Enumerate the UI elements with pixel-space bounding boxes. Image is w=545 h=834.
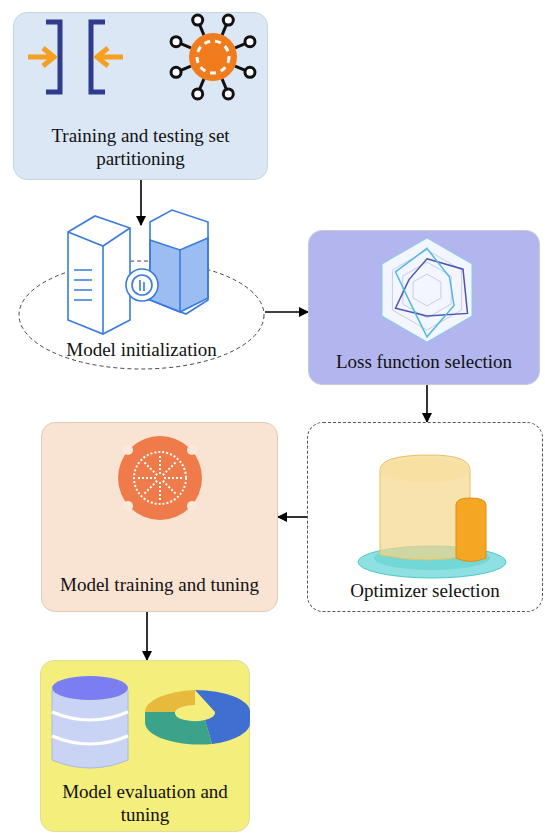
node-label: Model initialization (24, 339, 259, 362)
process-box: Model evaluation and tuning (40, 660, 250, 832)
server-illustration (68, 210, 208, 334)
database-illustration (52, 676, 128, 768)
donut-chart (145, 690, 250, 745)
arrow-connector (146, 612, 148, 660)
arrow-connector (265, 311, 308, 313)
arrow-connector (426, 385, 428, 422)
radar-chart (382, 238, 472, 342)
process-box: Model training and tuning (41, 422, 278, 612)
arrow-connector (140, 180, 142, 225)
process-box: Training and testing set partitioning (13, 12, 268, 180)
compress-icon (28, 22, 123, 92)
tuning-icon (118, 436, 202, 520)
process-ellipse: Model initialization (18, 225, 265, 370)
node-label: Model evaluation and tuning (47, 781, 243, 827)
node-label: Model training and tuning (48, 574, 271, 597)
node-label: Training and testing set partitioning (20, 125, 261, 171)
node-label: Optimizer selection (314, 580, 536, 603)
arrow-connector (278, 516, 307, 518)
process-box: Optimizer selection (307, 422, 543, 612)
node-label: Loss function selection (315, 351, 533, 374)
network-icon (171, 15, 255, 99)
cylinder-illustration (358, 455, 506, 578)
process-box: Loss function selection (308, 230, 540, 385)
